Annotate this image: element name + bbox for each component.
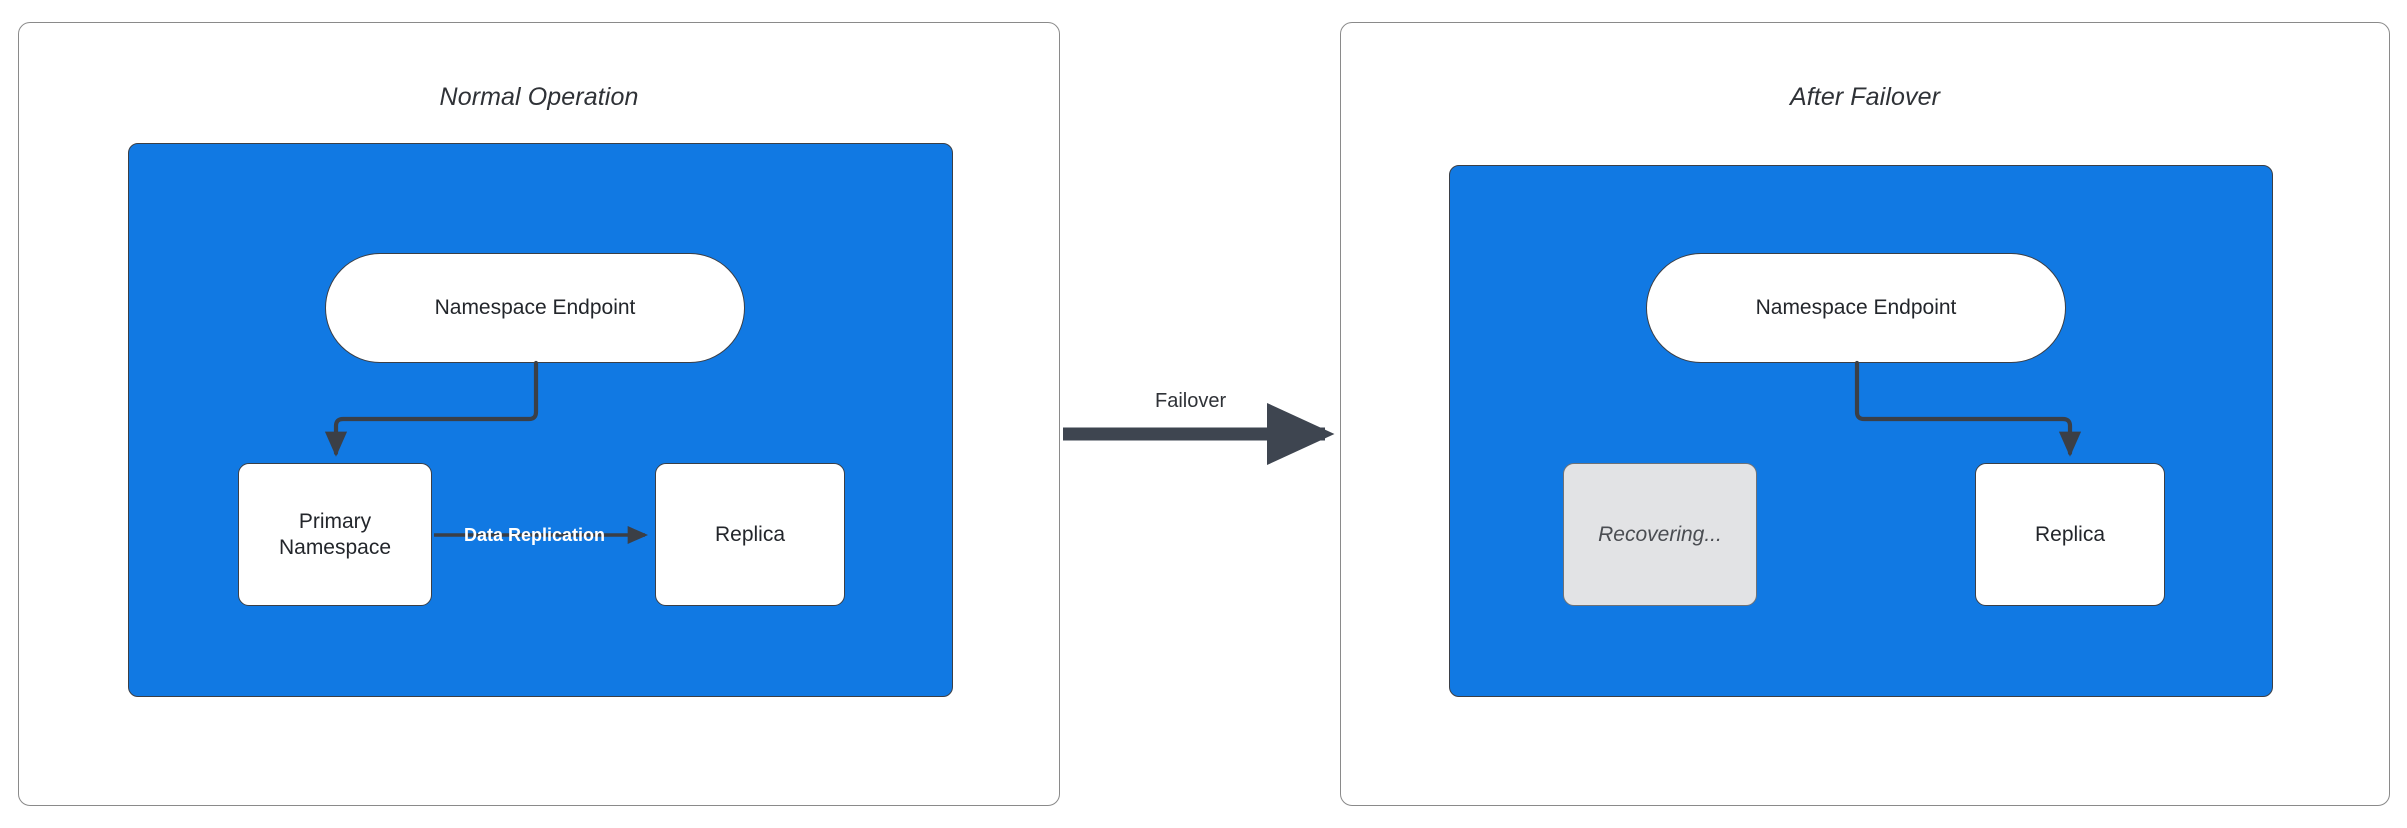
node-primary-namespace-label: Primary Namespace [279, 509, 391, 560]
panel-title-normal-operation: Normal Operation [439, 83, 639, 111]
zone-after-failover [1449, 165, 2273, 697]
node-replica-right[interactable]: Replica [1975, 463, 2165, 606]
edge-label-failover: Failover [1155, 390, 1227, 412]
node-recovering[interactable]: Recovering... [1563, 463, 1757, 606]
node-namespace-endpoint-left[interactable]: Namespace Endpoint [325, 253, 745, 363]
edge-label-data-replication: Data Replication [464, 525, 606, 545]
node-replica-left[interactable]: Replica [655, 463, 845, 606]
node-primary-namespace-label-line2: Namespace [278, 535, 392, 559]
node-namespace-endpoint-right[interactable]: Namespace Endpoint [1646, 253, 2066, 363]
panel-title-after-failover: After Failover [1789, 83, 1941, 111]
node-primary-namespace[interactable]: Primary Namespace [238, 463, 432, 606]
node-primary-namespace-label-line1: Primary [298, 509, 372, 533]
zone-normal-operation [128, 143, 953, 697]
